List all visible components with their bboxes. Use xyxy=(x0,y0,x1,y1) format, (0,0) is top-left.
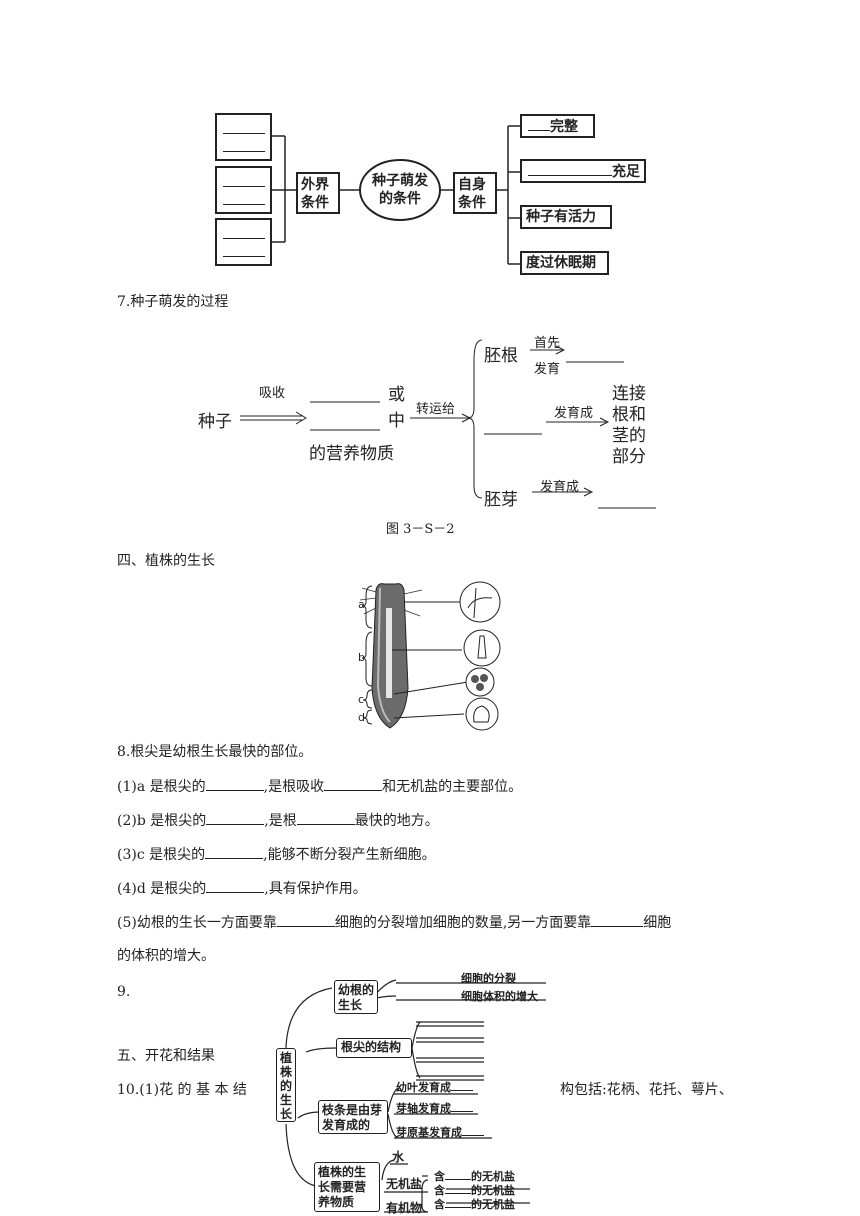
internal-conditions-box: 自身 条件 xyxy=(453,172,497,214)
q8-line-1: (1)a 是根尖的,是根吸收和无机盐的主要部位。 xyxy=(117,776,522,797)
right-item-4: 度过休眠期 xyxy=(520,251,609,275)
right-item-2: 充足 xyxy=(520,159,646,183)
develops-into-label: 发育成 xyxy=(554,406,594,421)
q8-line-3: (3)c 是根尖的,能够不断分裂产生新细胞。 xyxy=(117,844,436,865)
develops-into-label-2: 发育成 xyxy=(540,480,580,495)
seed-label: 种子 xyxy=(198,412,232,432)
nutrients-label: 的营养物质 xyxy=(309,444,394,464)
blank-box-1 xyxy=(215,113,272,161)
q8-title: 8.根尖是幼根生长最快的部位。 xyxy=(117,744,313,760)
q8-line-2: (2)b 是根尖的,是根最快的地方。 xyxy=(117,810,439,831)
mindmap-lines xyxy=(285,979,546,1213)
transport-label: 转运给 xyxy=(416,402,456,417)
first-label: 首先 xyxy=(534,336,561,351)
b3-item-1: 幼叶发育成 xyxy=(396,1079,473,1095)
salt-item-2: 含的无机盐 xyxy=(434,1184,515,1197)
section4-title: 四、植株的生长 xyxy=(117,553,215,569)
q9-number: 9. xyxy=(117,984,131,1000)
b3-item-2: 芽轴发育成 xyxy=(396,1100,473,1116)
label-d: d xyxy=(358,711,365,724)
or-char: 或 xyxy=(388,385,405,405)
branch-root-growth: 幼根的 生长 xyxy=(334,980,378,1014)
q8-line-4: (4)d 是根尖的,具有保护作用。 xyxy=(117,878,367,899)
b3-item-3: 芽原基发育成 xyxy=(396,1124,484,1140)
diagram-connectors xyxy=(272,125,520,265)
q8-line-6: 的体积的增大。 xyxy=(117,948,215,964)
salt-item-3: 含的无机盐 xyxy=(434,1198,515,1211)
water-label: 水 xyxy=(392,1150,405,1164)
salt-label: 无机盐 xyxy=(386,1177,423,1191)
q10-left-text: 10.(1)花 的 基 本 结 xyxy=(117,1082,247,1098)
blank-box-3 xyxy=(215,218,272,266)
external-conditions-box: 外界 条件 xyxy=(296,172,340,214)
develop-label: 发育 xyxy=(534,362,561,377)
center-label: 种子萌发 的条件 xyxy=(372,173,428,207)
q7-title: 7.种子萌发的过程 xyxy=(117,294,229,310)
label-b: b xyxy=(358,651,365,664)
figure-caption: 图 3－S－2 xyxy=(386,522,455,537)
root-tip-illustration xyxy=(359,581,501,731)
branch-bud-development: 枝条是由芽 发育成的 xyxy=(318,1100,388,1134)
organic-label: 有机物 xyxy=(386,1201,423,1215)
b1-item-1: 细胞的分裂 xyxy=(461,972,516,985)
section5-title: 五、开花和结果 xyxy=(117,1048,215,1064)
middle-char: 中 xyxy=(388,411,405,431)
branch-nutrients: 植株的生 长需要营 养物质 xyxy=(314,1162,380,1212)
connect-label: 连接 根和 茎的 部分 xyxy=(612,384,646,467)
q8-line-5: (5)幼根的生长一方面要靠细胞的分裂增加细胞的数量,另一方面要靠细胞 xyxy=(117,912,671,933)
process-lines xyxy=(240,339,656,509)
radicle-label: 胚根 xyxy=(484,346,518,366)
branch-root-tip-structure: 根尖的结构 xyxy=(336,1038,412,1058)
salt-item-1: 含的无机盐 xyxy=(434,1170,515,1183)
q10-right-text: 构包括:花柄、花托、萼片、 xyxy=(560,1082,733,1098)
center-ellipse xyxy=(359,159,441,221)
b1-item-2: 细胞体积的增大 xyxy=(461,990,538,1003)
plumule-label: 胚芽 xyxy=(484,490,518,510)
right-item-1: 完整 xyxy=(520,114,595,138)
mindmap-root: 植 株 的 生 长 xyxy=(276,1048,296,1122)
absorb-label: 吸收 xyxy=(259,386,286,401)
label-c: c xyxy=(358,693,365,706)
blank-box-2 xyxy=(215,166,272,214)
label-a: a xyxy=(358,598,365,611)
right-item-3: 种子有活力 xyxy=(520,205,612,229)
